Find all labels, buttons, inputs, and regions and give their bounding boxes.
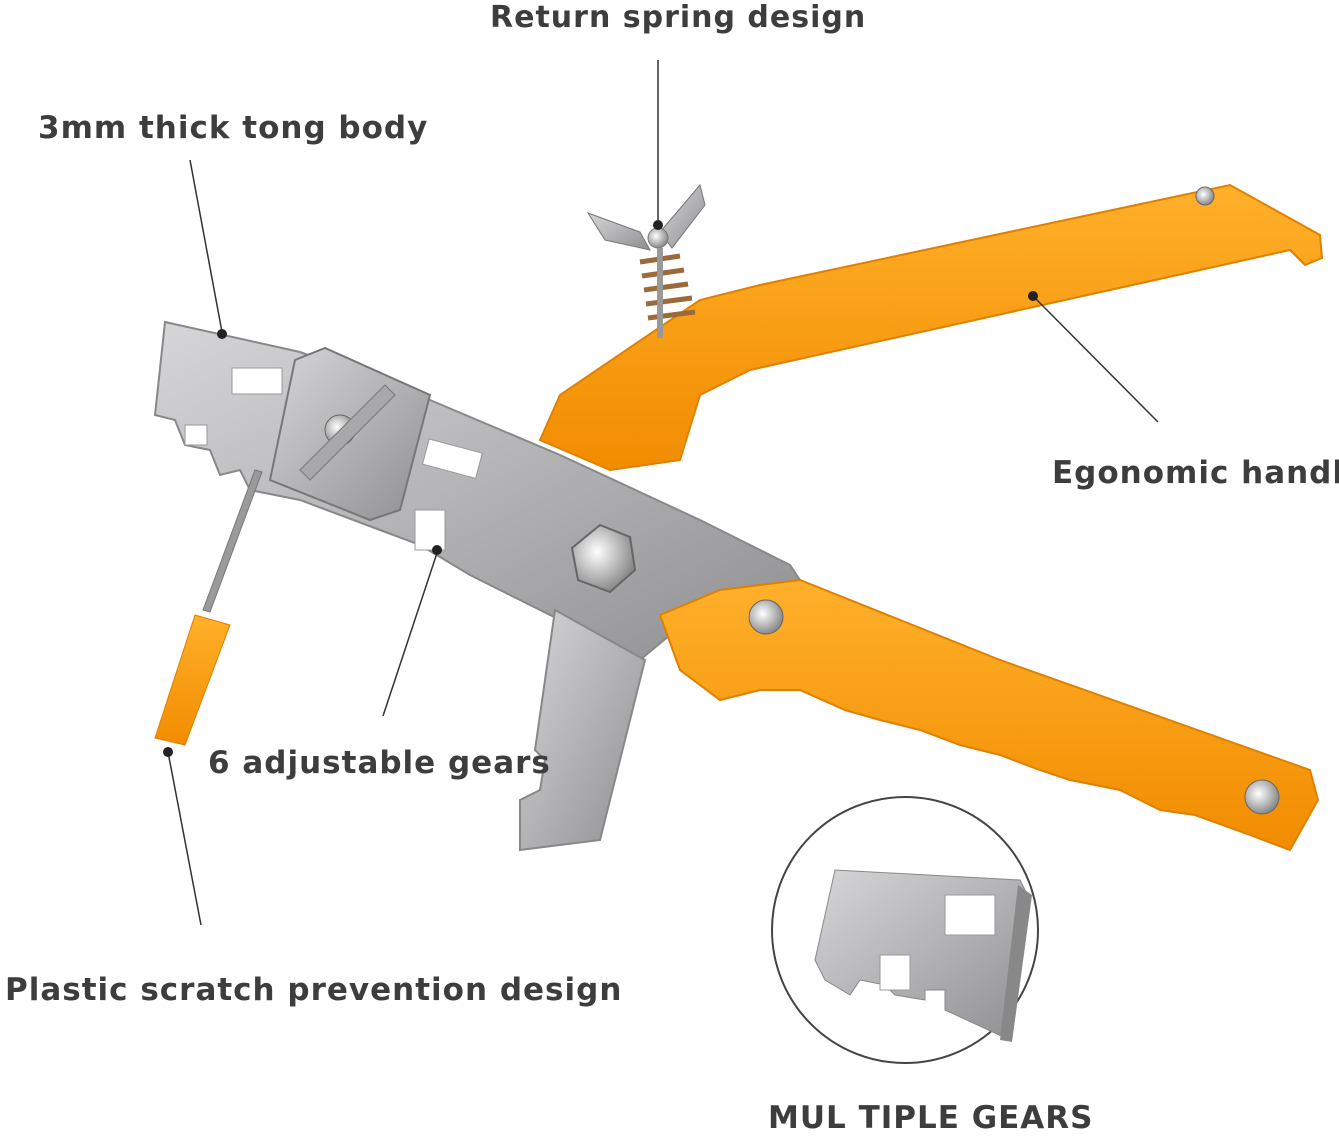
pivot-bolt-icon [570, 523, 637, 594]
tong-body-label: 3mm thick tong body [38, 110, 429, 146]
lower-handle-screw-icon [748, 599, 784, 635]
gears-label: 6 adjustable gears [208, 745, 551, 781]
multiple-gears-label: MUL TIPLE GEARS [768, 1100, 1094, 1136]
lower-jaw [519, 608, 647, 852]
leader-lines [167, 60, 1159, 926]
handle-screw-icon [1195, 186, 1215, 206]
upper-handle [538, 183, 1324, 472]
handle-label: Egonomic handle [1052, 455, 1339, 491]
gear-detail-inset [771, 796, 1039, 1064]
end-screw-icon [1244, 779, 1280, 815]
plastic-tip [154, 614, 231, 746]
lower-handle [658, 578, 1320, 852]
scratch-label: Plastic scratch prevention design [5, 972, 623, 1008]
return-spring-label: Return spring design [490, 0, 867, 35]
return-spring [586, 183, 706, 338]
